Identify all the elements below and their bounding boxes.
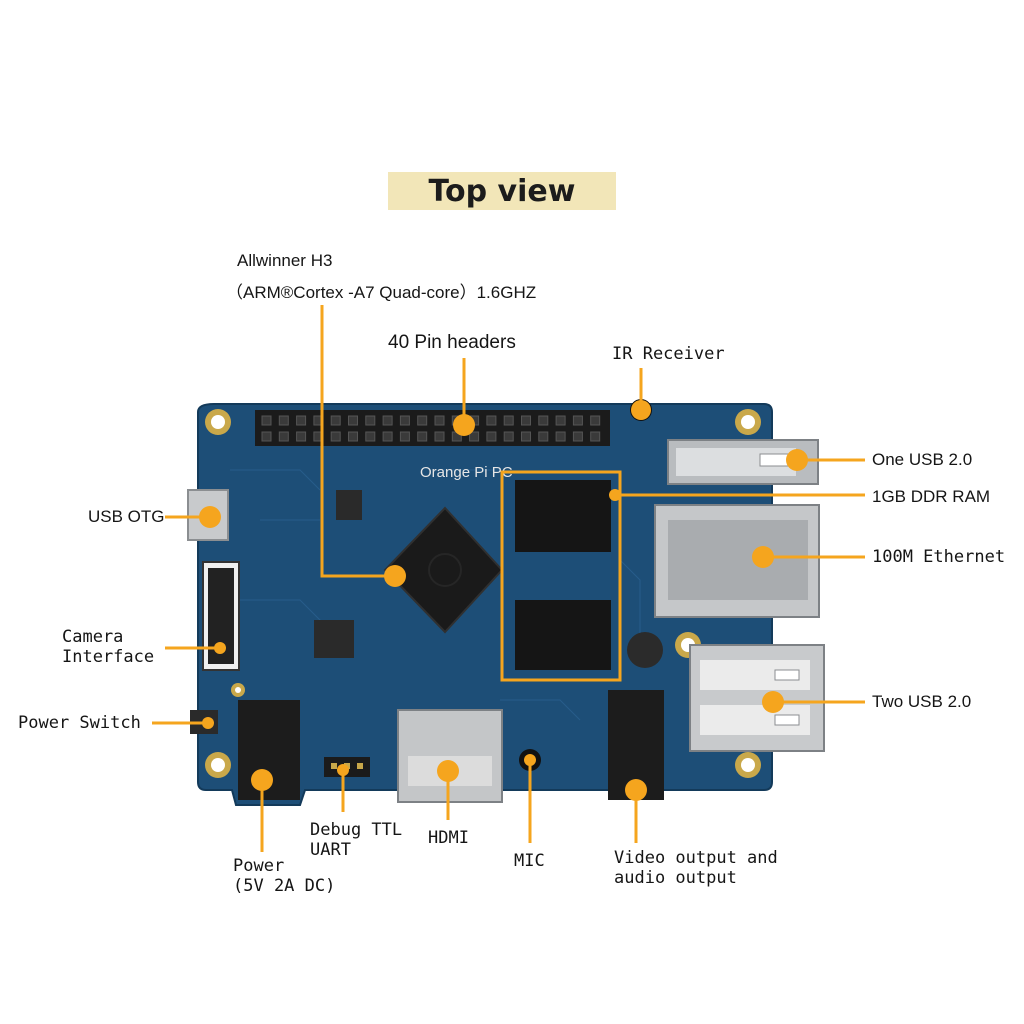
gpio-pin — [521, 415, 531, 426]
gpio-pin — [572, 431, 583, 442]
label-video-line2: audio output — [614, 868, 737, 889]
callout-dot-otg — [199, 506, 221, 528]
callout-dot-camera — [214, 642, 226, 654]
callout-dot-usb-one — [786, 449, 808, 471]
gpio-pin — [278, 431, 289, 442]
board-brand: Orange Pi PC — [420, 464, 513, 481]
gpio-pin — [417, 431, 428, 442]
gpio-pins — [261, 415, 601, 442]
callout-dot-soc — [384, 565, 406, 587]
callout-dot-av — [625, 779, 647, 801]
label-hdmi: HDMI — [428, 828, 469, 848]
gpio-pin — [399, 415, 410, 426]
label-power: Power (5V 2A DC) — [233, 856, 335, 897]
gpio-pin — [521, 431, 531, 442]
label-camera: Camera Interface — [62, 627, 154, 668]
gpio-pin — [382, 415, 393, 426]
callout-dot-mic — [524, 754, 536, 766]
gpio-pin — [590, 431, 601, 442]
label-video-line1: Video output and — [614, 848, 778, 868]
title-banner: Top view — [388, 172, 616, 210]
label-usb-two: Two USB 2.0 — [872, 692, 972, 711]
usb-single-port — [667, 439, 819, 485]
label-mic: MIC — [514, 851, 545, 871]
label-debug: Debug TTL UART — [310, 820, 402, 861]
gpio-pin — [382, 431, 393, 442]
gpio-pin — [296, 431, 307, 442]
callout-dot-header — [453, 414, 475, 436]
callout-dot-hdmi — [437, 760, 459, 782]
gpio-pin — [555, 431, 566, 442]
gpio-pin — [538, 431, 549, 442]
gpio-pin — [365, 415, 376, 426]
callout-dot-power — [251, 769, 273, 791]
gpio-pin — [486, 431, 497, 442]
soc-chip — [383, 506, 504, 634]
label-usb-otg: USB OTG — [88, 507, 165, 526]
gpio-pin — [486, 415, 497, 426]
callout-dot-switch — [202, 717, 214, 729]
gpio-pin — [261, 431, 272, 442]
label-soc-spec: （ARM®Cortex -A7 Quad-core）1.6GHZ — [226, 283, 536, 303]
gpio-pin — [417, 415, 428, 426]
label-camera-line2: Interface — [62, 647, 155, 668]
label-camera-line1: Camera — [62, 627, 124, 647]
gpio-pin — [348, 415, 358, 426]
gpio-pin — [572, 415, 583, 426]
gpio-pin — [538, 415, 549, 426]
label-soc: Allwinner H3 — [237, 251, 332, 271]
usb-dual-port — [689, 644, 825, 752]
gpio-header — [255, 410, 610, 446]
label-power-line1: Power — [233, 856, 285, 876]
label-power-line2: (5V 2A DC) — [233, 876, 336, 897]
gpio-pin — [261, 415, 272, 426]
label-ddr-ram: 1GB DDR RAM — [872, 487, 991, 506]
ethernet-jack — [654, 504, 820, 618]
label-debug-line1: Debug TTL — [310, 820, 403, 840]
inductor — [314, 620, 354, 658]
label-soc-line2: （ARM®Cortex -A7 Quad-core）1.6GHZ — [226, 283, 537, 302]
gpio-pin — [590, 415, 601, 426]
gpio-pin — [434, 431, 445, 442]
callout-dot-ram — [609, 489, 621, 501]
ram-chips — [500, 470, 622, 682]
label-usb-one: One USB 2.0 — [872, 450, 973, 469]
mounting-holes — [205, 409, 761, 778]
label-pin-headers: 40 Pin headers — [388, 332, 516, 353]
gpio-pin — [278, 415, 289, 426]
gpio-pin — [503, 431, 514, 442]
label-ethernet: 100M Ethernet — [872, 547, 1006, 567]
gpio-pin — [555, 415, 566, 426]
gpio-pin — [348, 431, 358, 442]
capacitor — [627, 632, 663, 668]
hdmi-port — [397, 709, 503, 803]
gpio-pin — [365, 431, 376, 442]
gpio-pin — [503, 415, 514, 426]
callout-dot-ethernet — [752, 546, 774, 568]
gpio-pin — [399, 431, 410, 442]
gpio-pin — [296, 415, 307, 426]
gpio-pin — [330, 415, 341, 426]
callout-dot-ir — [631, 400, 651, 420]
inductor — [336, 490, 362, 520]
label-video-audio: Video output and audio output — [614, 848, 778, 889]
label-power-switch: Power Switch — [18, 713, 141, 733]
label-debug-line2: UART — [310, 840, 351, 861]
label-soc-line1: Allwinner H3 — [237, 251, 333, 270]
callout-dot-usb-two — [762, 691, 784, 713]
callout-dots — [199, 400, 808, 801]
gpio-pin — [434, 415, 445, 426]
gpio-pin — [330, 431, 341, 442]
label-ir-receiver: IR Receiver — [612, 344, 725, 364]
page-title: Top view — [428, 173, 576, 209]
gpio-pin — [469, 431, 480, 442]
callout-dot-debug — [337, 764, 349, 776]
